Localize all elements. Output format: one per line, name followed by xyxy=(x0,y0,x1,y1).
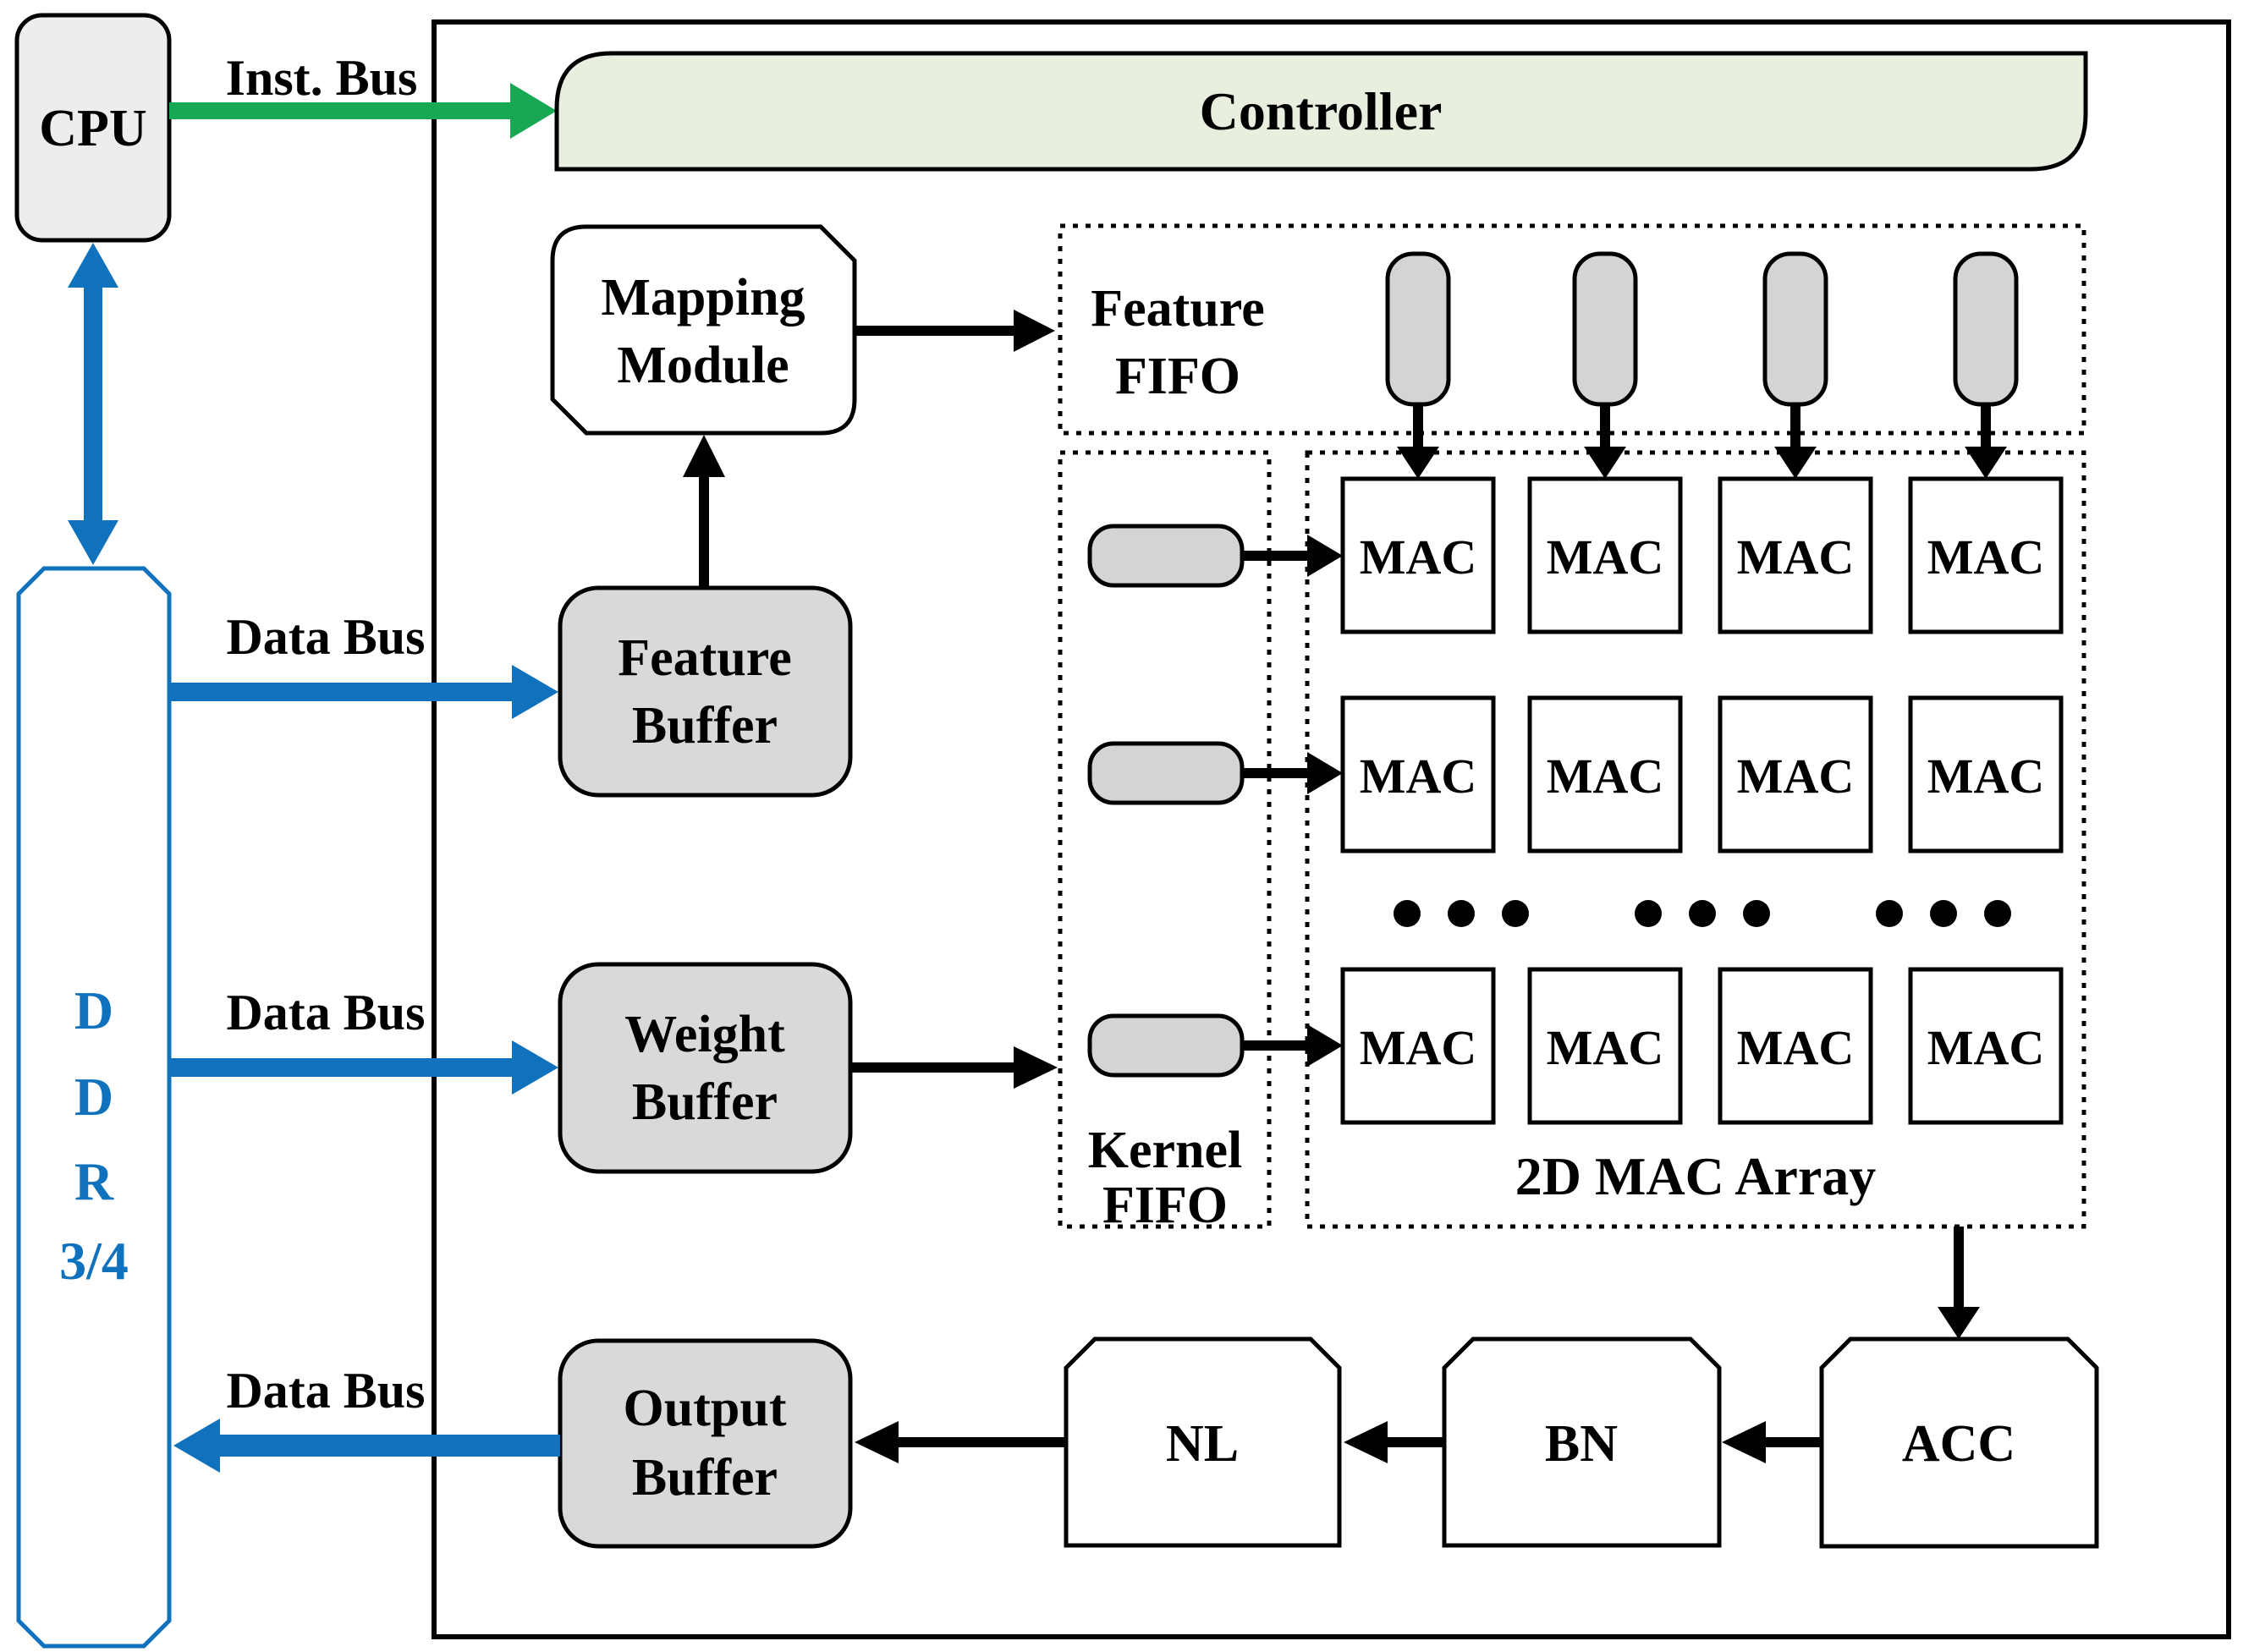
inst-bus-arrow xyxy=(169,83,557,139)
controller-box xyxy=(554,51,2088,172)
feature-fifo-pill-1 xyxy=(1385,251,1451,407)
ddr-label-line2: D xyxy=(74,1067,113,1127)
mac-label-r3c1: MAC xyxy=(1360,1020,1477,1075)
nl-to-output-buffer-arrow xyxy=(855,1421,1066,1463)
weight-buffer-label-line1: Weight xyxy=(624,1006,785,1063)
mapping-module-label-line2: Module xyxy=(617,337,789,394)
kernel-fifo-pill-1 xyxy=(1087,524,1245,588)
mac-box-r2c1 xyxy=(1340,695,1496,853)
mac-label-r1c2: MAC xyxy=(1547,530,1664,585)
mac-label-r3c2: MAC xyxy=(1547,1020,1664,1075)
feature-buffer-label-line1: Feature xyxy=(618,629,791,687)
mac-label-r3c3: MAC xyxy=(1737,1020,1855,1075)
kernel-fifo-pill-3 xyxy=(1087,1013,1245,1078)
data-bus-label-output: Data Bus xyxy=(226,1363,425,1419)
feature-fifo-label-line1: Feature xyxy=(1091,280,1264,338)
mac-box-r2c4 xyxy=(1908,695,2064,853)
accelerator-boundary-box xyxy=(432,19,2231,1639)
weight-buffer-to-kernel-fifo-arrow xyxy=(850,1046,1058,1089)
feature-col-arrow-3 xyxy=(1774,404,1817,479)
kernel-fifo-label-line1: Kernel xyxy=(1088,1122,1243,1179)
weight-buffer-box xyxy=(558,962,853,1174)
mapping-module-label-line1: Mapping xyxy=(601,269,805,327)
data-bus-arrow-weight xyxy=(169,1040,558,1095)
feature-fifo-pill-4 xyxy=(1953,251,2019,407)
bn-box xyxy=(1442,1336,1722,1548)
mac-box-r1c4 xyxy=(1908,476,2064,634)
feature-col-arrow-1 xyxy=(1397,404,1439,479)
ddr-label-line4: 3/4 xyxy=(59,1231,129,1291)
weight-buffer-label-line2: Buffer xyxy=(632,1073,778,1131)
mac-box-r2c2 xyxy=(1527,695,1683,853)
nl-label: NL xyxy=(1166,1415,1239,1473)
mac-array-to-acc-arrow xyxy=(1938,1227,1980,1339)
feature-fifo-box xyxy=(1058,223,2086,436)
nl-box xyxy=(1064,1336,1342,1548)
output-buffer-label-line2: Buffer xyxy=(632,1449,778,1507)
kernel-fifo-pill-2 xyxy=(1087,741,1245,805)
output-buffer-label-line1: Output xyxy=(624,1380,787,1437)
cpu-box xyxy=(14,13,172,243)
output-buffer-box xyxy=(558,1338,853,1549)
acc-to-bn-arrow xyxy=(1722,1421,1822,1463)
mac-box-r1c3 xyxy=(1718,476,1873,634)
feature-fifo-pill-3 xyxy=(1762,251,1828,407)
mac-label-r2c2: MAC xyxy=(1547,749,1664,804)
mac-box-r1c1 xyxy=(1340,476,1496,634)
mapping-to-feature-fifo-arrow xyxy=(855,310,1055,352)
mac-box-r1c2 xyxy=(1527,476,1683,634)
kernel-fifo-label-line2: FIFO xyxy=(1102,1177,1228,1234)
inst-bus-label: Inst. Bus xyxy=(226,50,418,106)
kernel-row-arrow-1 xyxy=(1242,535,1343,577)
mac-label-r1c3: MAC xyxy=(1737,530,1855,585)
feature-col-arrow-2 xyxy=(1584,404,1626,479)
mac-label-r2c4: MAC xyxy=(1927,749,2045,804)
ddr-label-line1: D xyxy=(74,980,113,1040)
ellipsis-dots xyxy=(1394,900,2011,927)
controller-label: Controller xyxy=(1200,81,1443,141)
acc-box xyxy=(1819,1336,2099,1549)
data-bus-arrow-feature xyxy=(169,665,558,719)
feature-buffer-box xyxy=(558,585,853,798)
ddr-box xyxy=(16,566,172,1649)
mac-label-r2c3: MAC xyxy=(1737,749,1855,804)
feature-buffer-to-mapping-arrow xyxy=(683,435,725,588)
mac-box-r3c1 xyxy=(1340,967,1496,1125)
ddr-label-line3: R xyxy=(74,1151,114,1211)
data-bus-label-feature: Data Bus xyxy=(226,609,425,665)
mac-box-r2c3 xyxy=(1718,695,1873,853)
data-bus-label-weight: Data Bus xyxy=(226,985,425,1040)
kernel-row-arrow-2 xyxy=(1242,752,1343,794)
feature-col-arrow-4 xyxy=(1965,404,2007,479)
mac-label-r3c4: MAC xyxy=(1927,1020,2045,1075)
feature-fifo-pill-2 xyxy=(1572,251,1638,407)
data-bus-arrow-output xyxy=(173,1419,560,1473)
mac-box-r3c2 xyxy=(1527,967,1683,1125)
feature-fifo-label-line2: FIFO xyxy=(1115,348,1240,405)
kernel-row-arrow-3 xyxy=(1242,1024,1343,1067)
mapping-module-box xyxy=(550,224,857,436)
feature-buffer-label-line2: Buffer xyxy=(632,697,778,755)
mac-label-r1c4: MAC xyxy=(1927,530,2045,585)
bn-to-nl-arrow xyxy=(1344,1421,1444,1463)
mac-label-r1c1: MAC xyxy=(1360,530,1477,585)
mac-array-label: 2D MAC Array xyxy=(1515,1146,1877,1206)
mac-label-r2c1: MAC xyxy=(1360,749,1477,804)
kernel-fifo-box xyxy=(1058,450,1272,1229)
mac-box-r3c4 xyxy=(1908,967,2064,1125)
bn-label: BN xyxy=(1545,1415,1618,1473)
cpu-ddr-bus-arrow xyxy=(68,243,118,565)
acc-label: ACC xyxy=(1902,1415,2015,1473)
cpu-label: CPU xyxy=(39,100,146,157)
mac-box-r3c3 xyxy=(1718,967,1873,1125)
